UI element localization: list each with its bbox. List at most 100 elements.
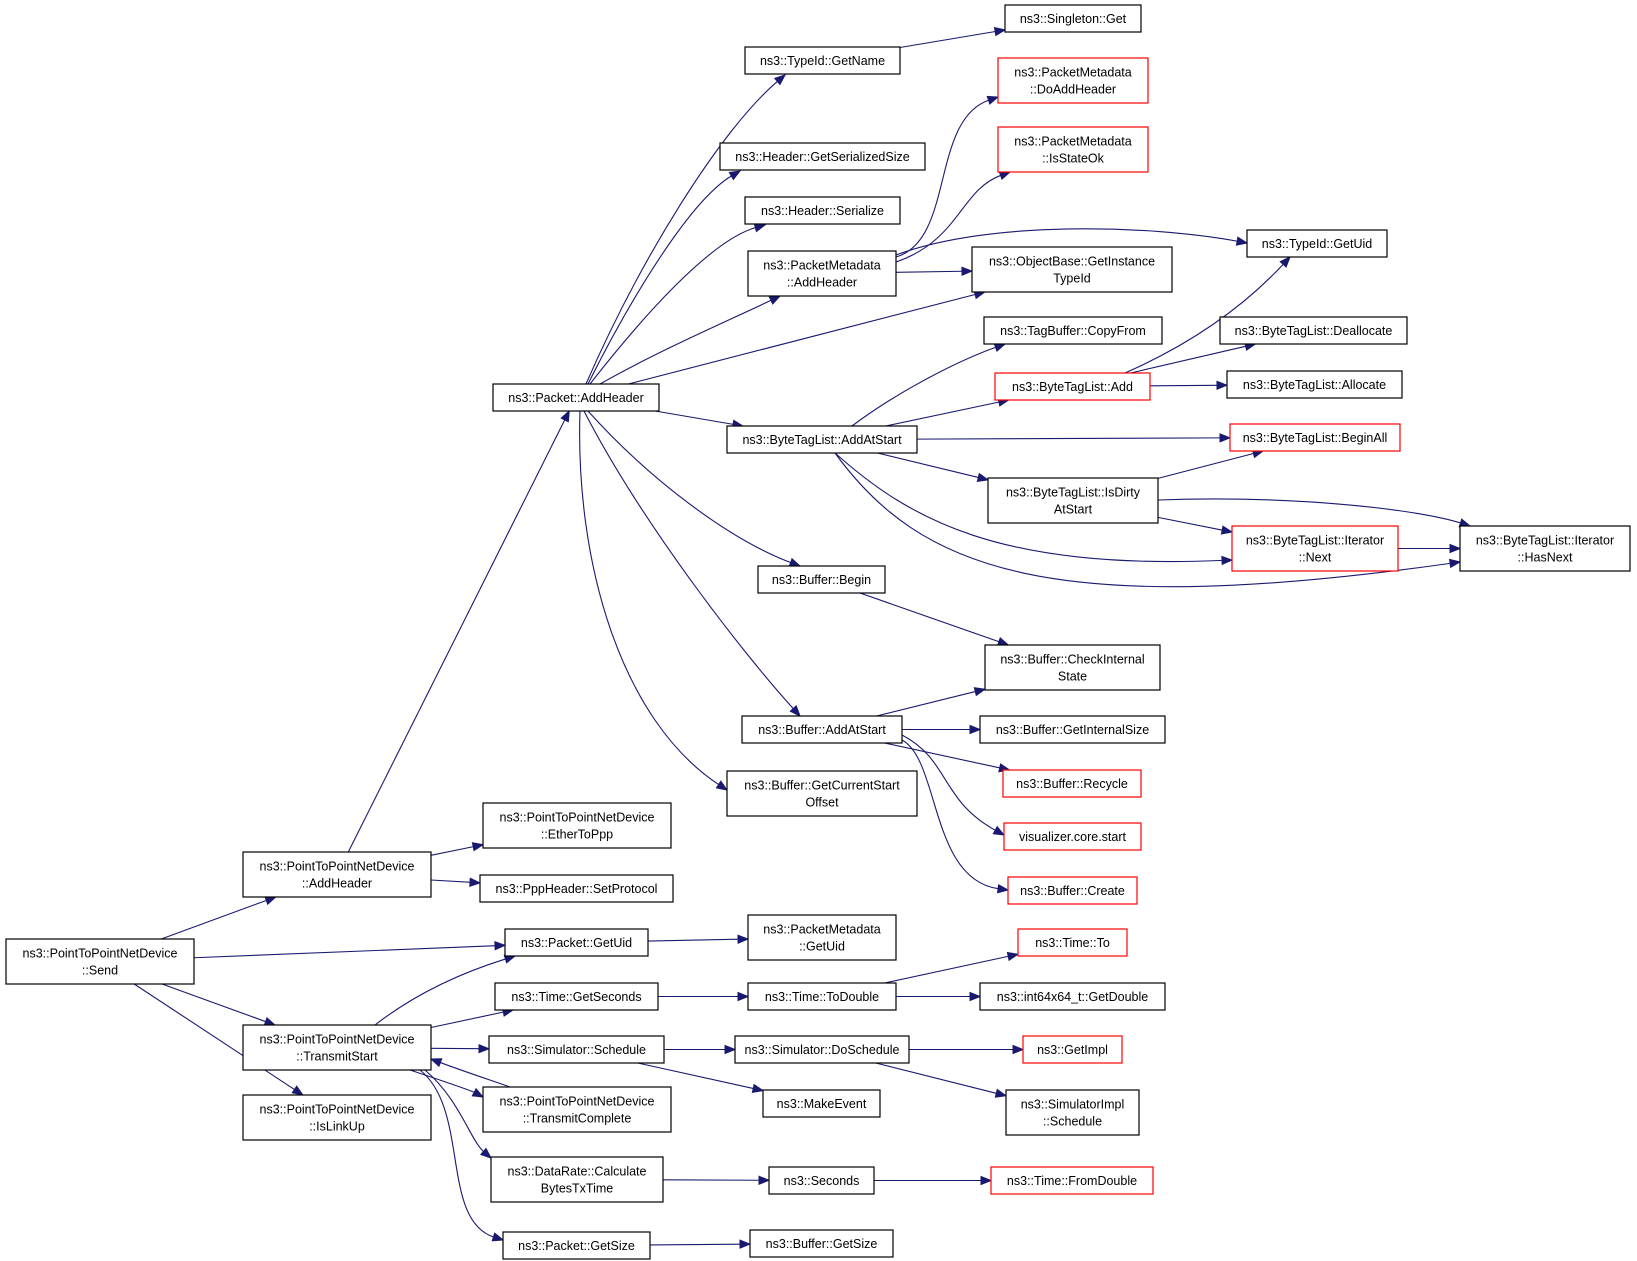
edge-transmitcomplete-to-transmitstart <box>429 1058 511 1088</box>
node-makeevent[interactable]: ns3::MakeEvent <box>762 1089 881 1118</box>
node-buffer-begin[interactable]: ns3::Buffer::Begin <box>757 565 886 594</box>
node-btl-add[interactable]: ns3::ByteTagList::Add <box>994 372 1151 401</box>
arrowhead <box>471 1087 485 1098</box>
edge-btl_addatstart-to-btl_isdirtyatstart <box>877 452 990 482</box>
node-header-getserializedsize[interactable]: ns3::Header::GetSerializedSize <box>719 142 926 171</box>
arrowhead <box>969 724 982 735</box>
node-label: ns3::Header::GetSerializedSize <box>735 150 909 164</box>
node-typeid-getuid[interactable]: ns3::TypeId::GetUid <box>1246 229 1388 258</box>
node-label: ::Schedule <box>1043 1115 1102 1129</box>
arrowhead <box>976 472 990 482</box>
node-box <box>757 565 886 594</box>
node-transmitstart[interactable]: ns3::PointToPointNetDevice::TransmitStar… <box>242 1024 432 1071</box>
edge-btl_addatstart-to-btl_beginall <box>916 433 1232 443</box>
edge-line <box>599 299 773 385</box>
node-packet-addheader[interactable]: ns3::Packet::AddHeader <box>492 383 660 412</box>
node-box <box>1005 1089 1140 1136</box>
edge-buffer_addatstart-to-visualizer_core_start <box>901 734 1006 836</box>
edge-line <box>885 401 1001 427</box>
node-typeid-getname[interactable]: ns3::TypeId::GetName <box>744 46 901 75</box>
node-pm-doaddheader[interactable]: ns3::PacketMetadata::DoAddHeader <box>997 57 1149 104</box>
edge-buffer_addatstart-to-buffer_checkinternalstate <box>876 687 987 717</box>
node-visualizer-core-start[interactable]: visualizer.core.start <box>1003 822 1142 851</box>
edge-layer <box>133 26 1472 1249</box>
node-box <box>997 57 1149 104</box>
node-seconds[interactable]: ns3::Seconds <box>768 1166 875 1195</box>
node-box <box>768 1166 875 1195</box>
node-sim-doschedule[interactable]: ns3::Simulator::DoSchedule <box>734 1035 910 1064</box>
node-label: ns3::Buffer::Recycle <box>1016 777 1128 791</box>
edge-line <box>875 1062 998 1095</box>
node-setprotocol[interactable]: ns3::PppHeader::SetProtocol <box>479 874 674 903</box>
edge-packet_addheader-to-header_getserializedsize <box>587 170 742 385</box>
edge-line <box>895 174 1002 263</box>
node-buffer-getsize[interactable]: ns3::Buffer::GetSize <box>749 1229 894 1258</box>
edge-line <box>439 1061 511 1088</box>
node-label: ns3::Buffer::AddAtStart <box>758 723 886 737</box>
node-box <box>1229 423 1401 452</box>
arrowhead <box>728 170 742 181</box>
edge-line <box>649 1243 742 1246</box>
node-time-getseconds[interactable]: ns3::Time::GetSeconds <box>494 982 659 1011</box>
node-label: ns3::DataRate::Calculate <box>508 1165 647 1179</box>
node-label: ns3::PacketMetadata <box>763 259 880 273</box>
edge-p2p_addheader-to-ethertoppp <box>430 842 485 856</box>
edge-buffer_addatstart-to-buffer_getinternalsize <box>902 724 982 735</box>
node-box <box>744 46 901 75</box>
arrowhead <box>291 1085 304 1096</box>
node-transmitcomplete[interactable]: ns3::PointToPointNetDevice::TransmitComp… <box>482 1086 672 1133</box>
node-int64x64-getdouble[interactable]: ns3::int64x64_t::GetDouble <box>979 982 1166 1011</box>
node-ethertoppp[interactable]: ns3::PointToPointNetDevice::EtherToPpp <box>482 802 672 849</box>
node-islinkup[interactable]: ns3::PointToPointNetDevice::IsLinkUp <box>242 1094 432 1141</box>
node-time-todouble[interactable]: ns3::Time::ToDouble <box>747 982 897 1011</box>
arrowhead <box>998 171 1012 181</box>
node-pm-addheader[interactable]: ns3::PacketMetadata::AddHeader <box>747 250 897 297</box>
edge-line <box>884 955 1010 984</box>
edge-packet_getuid-to-pm_getuid <box>647 934 750 944</box>
node-tagbuffer-copyfrom[interactable]: ns3::TagBuffer::CopyFrom <box>983 316 1163 345</box>
node-p2p-addheader[interactable]: ns3::PointToPointNetDevice::AddHeader <box>242 851 432 898</box>
node-btl-iterator-next[interactable]: ns3::ByteTagList::Iterator::Next <box>1231 525 1399 572</box>
node-packet-getuid[interactable]: ns3::Packet::GetUid <box>504 928 649 957</box>
node-btl-deallocate[interactable]: ns3::ByteTagList::Deallocate <box>1219 316 1408 345</box>
arrowhead <box>753 223 767 233</box>
edge-sim_doschedule-to-getimpl <box>909 1044 1025 1055</box>
node-send[interactable]: ns3::PointToPointNetDevice::Send <box>5 938 195 985</box>
node-header-serialize[interactable]: ns3::Header::Serialize <box>744 196 901 225</box>
node-btl-addatstart[interactable]: ns3::ByteTagList::AddAtStart <box>726 425 918 454</box>
arrowhead <box>758 1175 771 1185</box>
node-btl-iterator-hasnext[interactable]: ns3::ByteTagList::Iterator::HasNext <box>1459 525 1631 572</box>
node-buffer-getinternalsize[interactable]: ns3::Buffer::GetInternalSize <box>979 715 1166 744</box>
node-label: ns3::ByteTagList::Allocate <box>1243 378 1386 392</box>
arrowhead <box>980 1175 993 1186</box>
node-getimpl[interactable]: ns3::GetImpl <box>1022 1035 1123 1064</box>
arrowhead <box>1012 1044 1025 1055</box>
node-buffer-addatstart[interactable]: ns3::Buffer::AddAtStart <box>741 715 903 744</box>
node-btl-allocate[interactable]: ns3::ByteTagList::Allocate <box>1226 370 1403 399</box>
node-box <box>734 1035 910 1064</box>
node-time-to[interactable]: ns3::Time::To <box>1017 928 1128 957</box>
node-box <box>987 477 1159 524</box>
arrowhead <box>996 883 1010 894</box>
edge-line <box>587 175 733 385</box>
node-buffer-recycle[interactable]: ns3::Buffer::Recycle <box>1002 769 1142 798</box>
edge-transmitstart-to-packet_getuid <box>374 954 517 1026</box>
node-singleton-get[interactable]: ns3::Singleton::Get <box>1004 4 1142 33</box>
edge-send-to-p2p_addheader <box>161 896 277 940</box>
node-packet-getsize[interactable]: ns3::Packet::GetSize <box>502 1231 651 1260</box>
node-pm-getuid[interactable]: ns3::PacketMetadata::GetUid <box>747 914 897 961</box>
node-label: ns3::ByteTagList::Add <box>1012 380 1133 394</box>
node-sim-schedule[interactable]: ns3::Simulator::Schedule <box>488 1035 665 1064</box>
node-label: ns3::TagBuffer::CopyFrom <box>1000 324 1146 338</box>
node-simimpl-schedule[interactable]: ns3::SimulatorImpl::Schedule <box>1005 1089 1140 1136</box>
edge-line <box>895 99 990 258</box>
node-buffer-create[interactable]: ns3::Buffer::Create <box>1007 876 1138 905</box>
node-time-fromdouble[interactable]: ns3::Time::FromDouble <box>990 1166 1154 1195</box>
node-pm-isstateok[interactable]: ns3::PacketMetadata::IsStateOk <box>997 126 1149 173</box>
node-btl-beginall[interactable]: ns3::ByteTagList::BeginAll <box>1229 423 1401 452</box>
